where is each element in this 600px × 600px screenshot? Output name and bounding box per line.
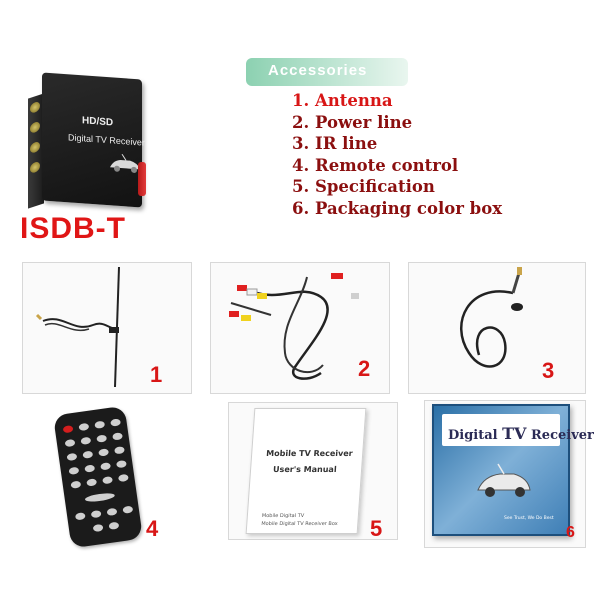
antenna-panel xyxy=(22,262,192,394)
rca-port xyxy=(30,100,40,114)
photo-number-4: 4 xyxy=(146,516,159,541)
rca-port xyxy=(30,120,40,134)
manual-title: Mobile TV Receiver xyxy=(265,449,353,458)
power-line-panel xyxy=(210,262,390,394)
power-cable-icon xyxy=(229,273,359,380)
receiver-body: HD/SD Digital TV Receiver xyxy=(42,72,145,208)
color-box-photo: Digital TV Receiver See Trust, We Do Bes… xyxy=(432,404,594,536)
receiver-name-label: Digital TV Receiver xyxy=(68,132,145,148)
rca-port xyxy=(30,160,40,174)
color-box-label-area xyxy=(442,414,560,446)
manual-item: Mobile Digital TV xyxy=(261,513,305,519)
photo-number-3: 3 xyxy=(542,358,555,383)
list-item: 3. IR line xyxy=(292,134,378,153)
power-button xyxy=(62,425,74,434)
list-item: 5. Specification xyxy=(292,177,435,196)
receiver-hdsd-label: HD/SD xyxy=(82,115,114,129)
antenna-icon xyxy=(35,266,120,388)
accessories-banner: Accessories xyxy=(246,58,408,86)
ir-line-panel xyxy=(408,262,586,394)
color-box-title: Digital TV Receiver xyxy=(448,424,594,443)
manual-item: Mobile Digital TV Receiver Box xyxy=(261,521,338,527)
list-item: 1. Antenna xyxy=(292,91,393,110)
list-item: 4. Remote control xyxy=(292,155,459,175)
car-logo-icon xyxy=(110,153,140,173)
ir-cable-icon xyxy=(460,267,523,368)
receiver-antenna-connector xyxy=(138,162,146,196)
rca-port xyxy=(30,140,40,154)
photo-number-5: 5 xyxy=(370,516,383,541)
user-manual-photo: Mobile TV Receiver User's Manual Mobile … xyxy=(245,408,367,534)
remote-control-photo xyxy=(53,405,143,549)
color-box-slogan: See Trust, We Do Best xyxy=(504,516,554,521)
list-item: 6. Packaging color box xyxy=(292,198,503,218)
receiver-photo: HD/SD Digital TV Receiver xyxy=(28,68,148,218)
accessories-list: 1. Antenna 2. Power line 3. IR line 4. R… xyxy=(292,90,502,219)
list-item: 2. Power line xyxy=(292,112,413,132)
car-illustration-icon xyxy=(477,463,531,497)
photo-number-1: 1 xyxy=(150,362,163,387)
accessories-title: Accessories xyxy=(268,62,368,79)
photo-number-2: 2 xyxy=(358,356,371,381)
standard-label: ISDB-T xyxy=(20,212,126,245)
photo-number-6: 6 xyxy=(566,524,575,541)
manual-subtitle: User's Manual xyxy=(272,465,337,474)
